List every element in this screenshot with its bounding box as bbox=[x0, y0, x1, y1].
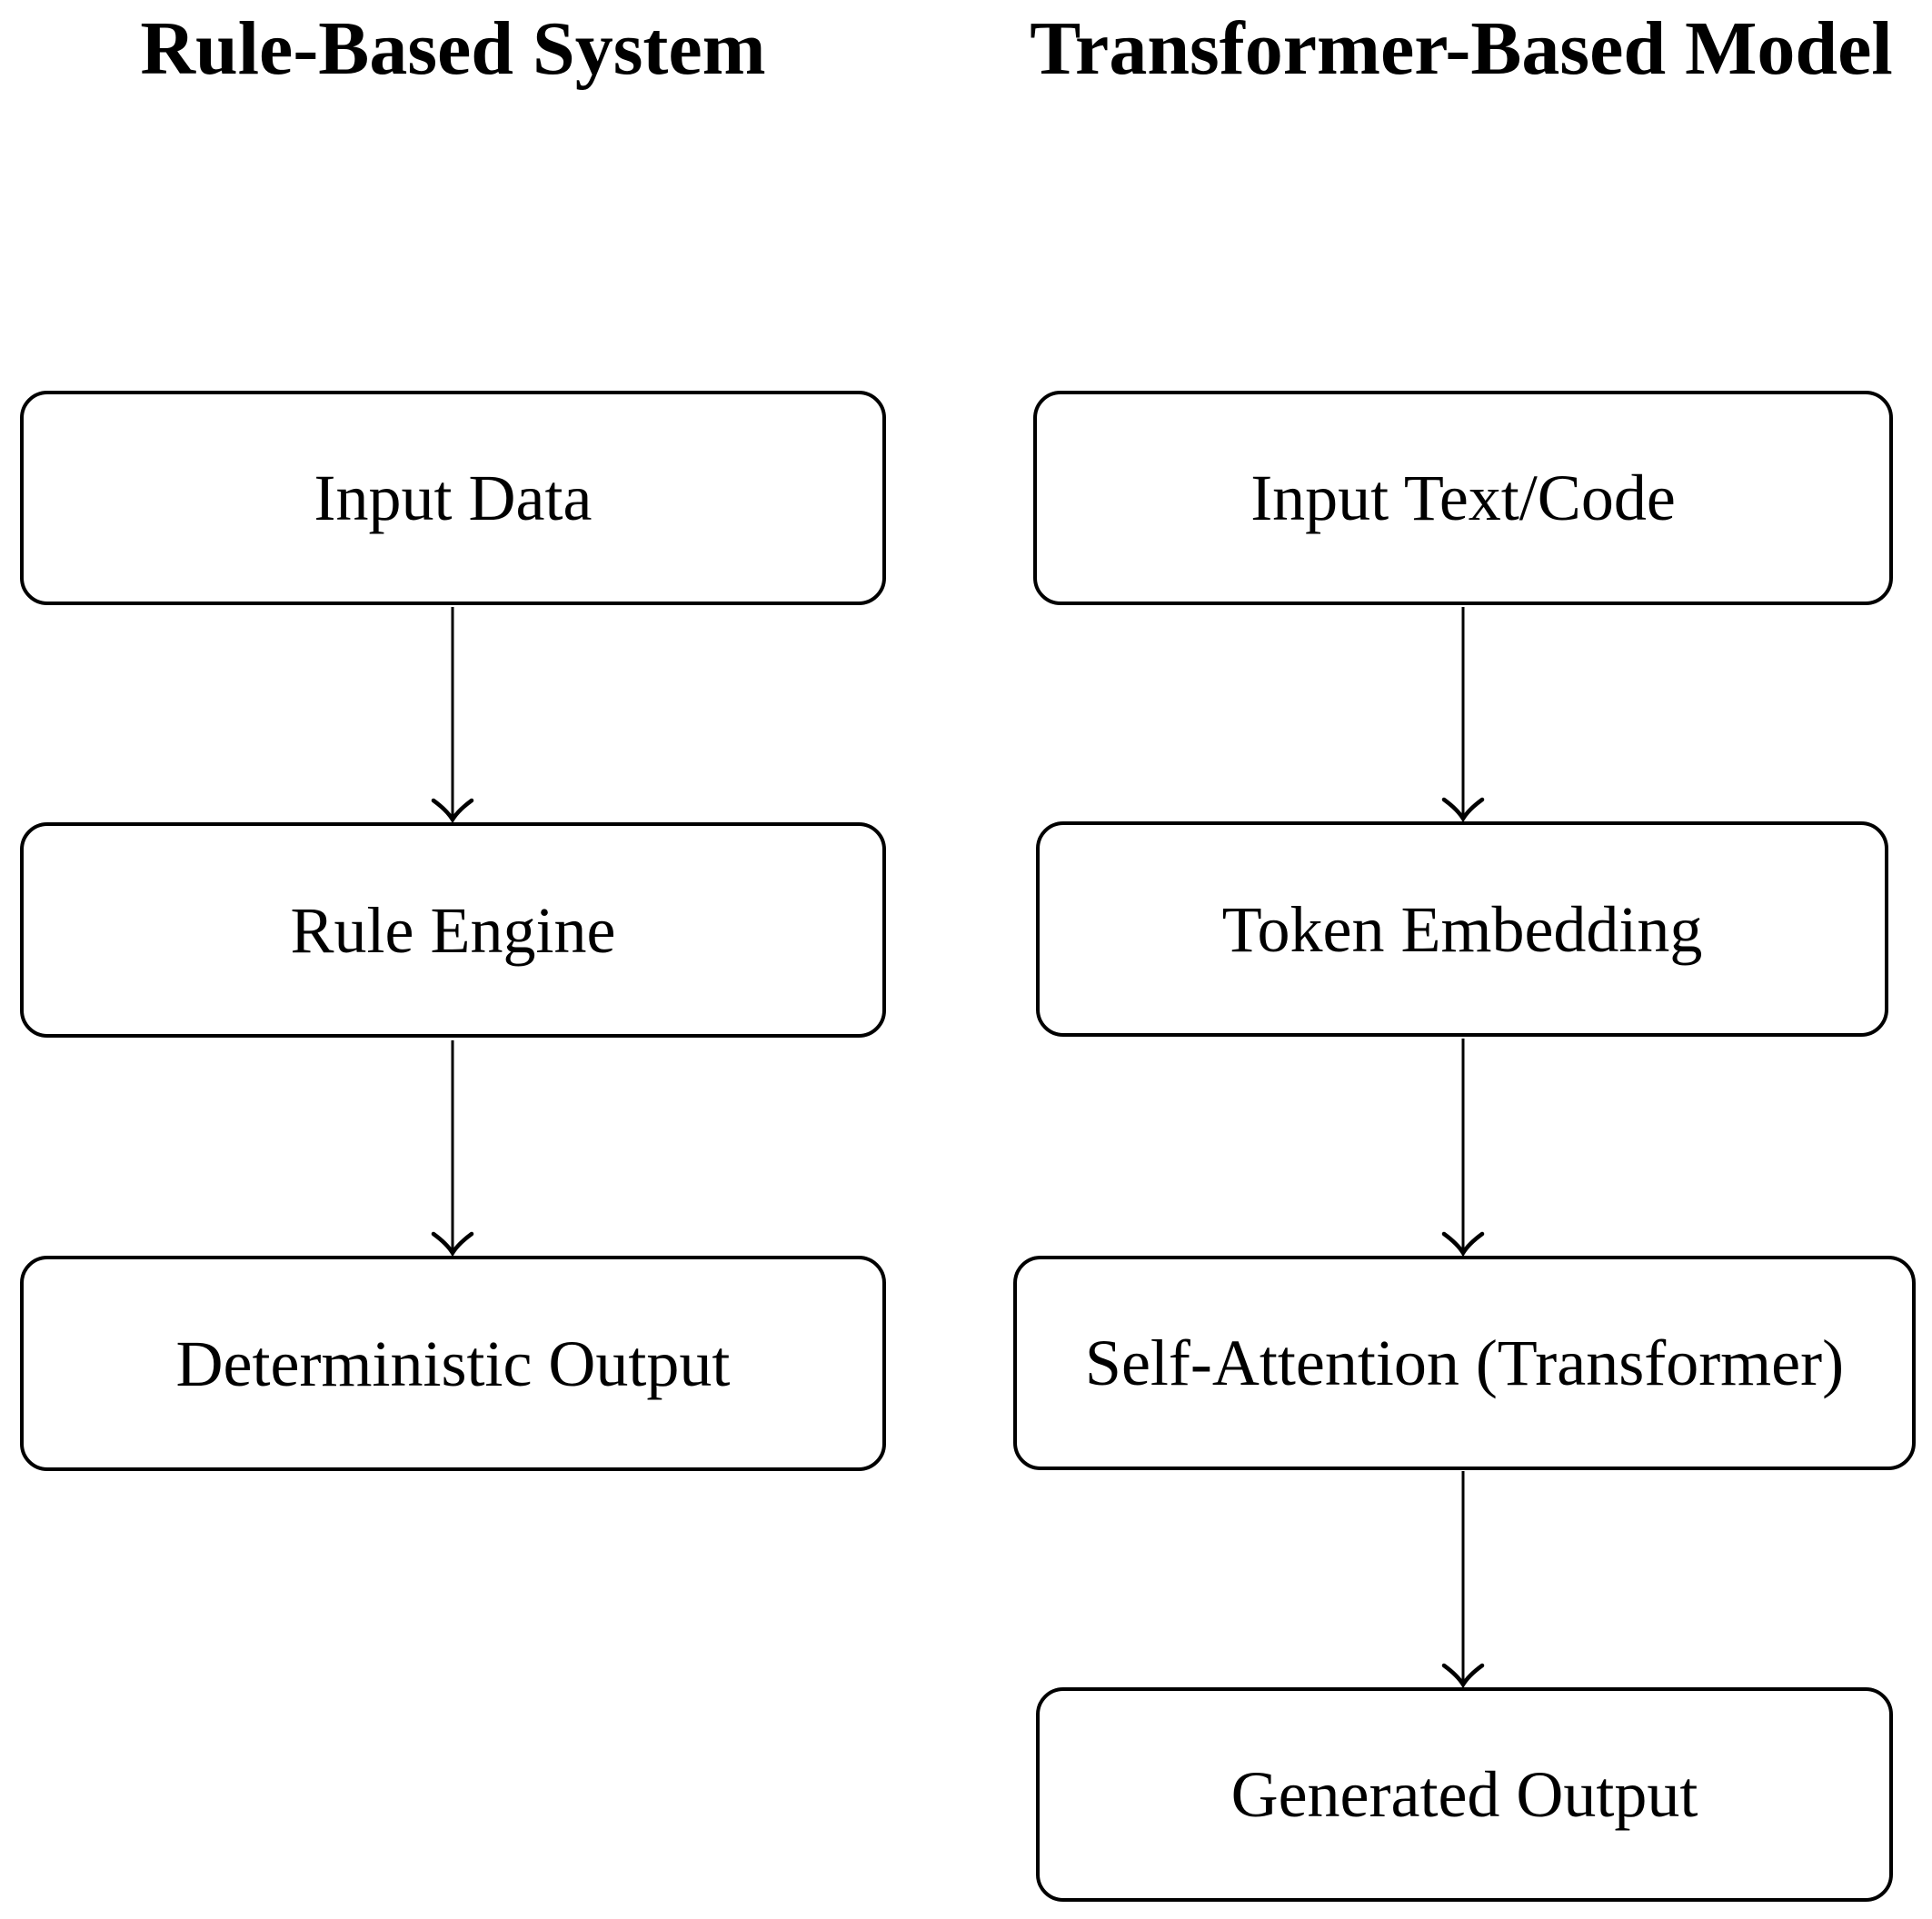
arrow-input-text-to-token-embedding bbox=[1441, 607, 1485, 823]
node-deterministic-output: Deterministic Output bbox=[20, 1256, 886, 1471]
arrow-input-data-to-rule-engine bbox=[431, 607, 474, 824]
node-token-embedding: Token Embedding bbox=[1036, 821, 1888, 1037]
node-input-data: Input Data bbox=[20, 391, 886, 605]
node-rule-engine: Rule Engine bbox=[20, 822, 886, 1038]
arrow-token-embedding-to-self-attention bbox=[1441, 1039, 1485, 1258]
node-generated-output: Generated Output bbox=[1036, 1687, 1893, 1902]
left-column-title: Rule-Based System bbox=[140, 6, 766, 91]
arrow-self-attention-to-generated-output bbox=[1441, 1471, 1485, 1689]
node-input-text-code: Input Text/Code bbox=[1033, 391, 1893, 605]
arrow-rule-engine-to-deterministic-output bbox=[431, 1040, 474, 1258]
node-self-attention-transformer: Self-Attention (Transformer) bbox=[1013, 1256, 1916, 1470]
right-column-title: Transformer-Based Model bbox=[1030, 6, 1893, 91]
